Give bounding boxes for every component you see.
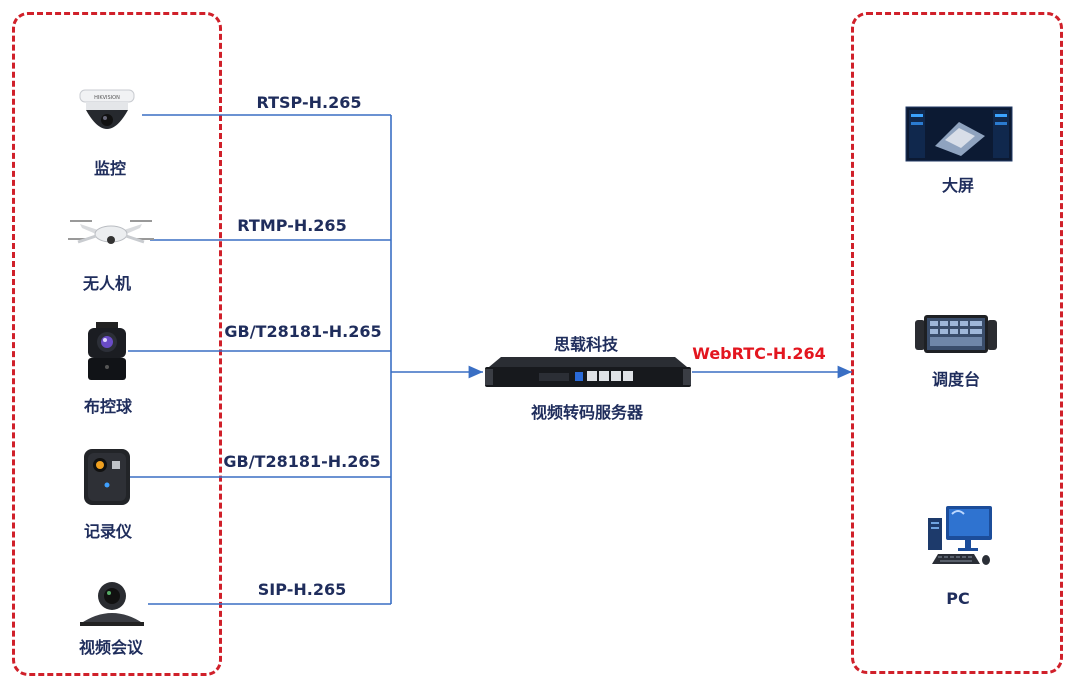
drone-icon [68, 220, 154, 244]
video-wall-icon [905, 106, 1013, 162]
target-label-3: PC [946, 589, 970, 608]
protocol-label-2: RTMP-H.265 [237, 216, 347, 235]
body-camera-icon [84, 449, 130, 505]
dome-camera-icon: HIKVISION [79, 89, 135, 129]
conference-camera-icon [80, 582, 144, 626]
protocol-label-4: GB/T28181-H.265 [223, 452, 381, 471]
source-label-4: 记录仪 [83, 522, 133, 541]
source-label-2: 无人机 [82, 274, 132, 293]
protocol-label-5: SIP-H.265 [257, 580, 347, 599]
output-protocol-label: WebRTC-H.264 [692, 344, 826, 363]
ptz-ball-camera-icon [88, 322, 126, 380]
target-label-1: 大屏 [941, 176, 975, 195]
target-label-2: 调度台 [931, 370, 981, 389]
server-name-label: 视频转码服务器 [530, 403, 644, 422]
source-devices-group [12, 12, 222, 676]
svg-text:HIKVISION: HIKVISION [94, 95, 120, 101]
protocol-label-1: RTSP-H.265 [256, 93, 362, 112]
protocol-label-3: GB/T28181-H.265 [224, 322, 382, 341]
source-label-1: 监控 [93, 159, 127, 178]
server-vendor-label: 思载科技 [553, 335, 619, 354]
source-label-5: 视频会议 [78, 638, 144, 657]
desktop-pc-icon [928, 506, 992, 565]
display-targets-group [851, 12, 1063, 674]
rack-server-icon [485, 357, 691, 387]
source-label-3: 布控球 [83, 397, 133, 416]
dispatch-console-icon [915, 315, 997, 353]
